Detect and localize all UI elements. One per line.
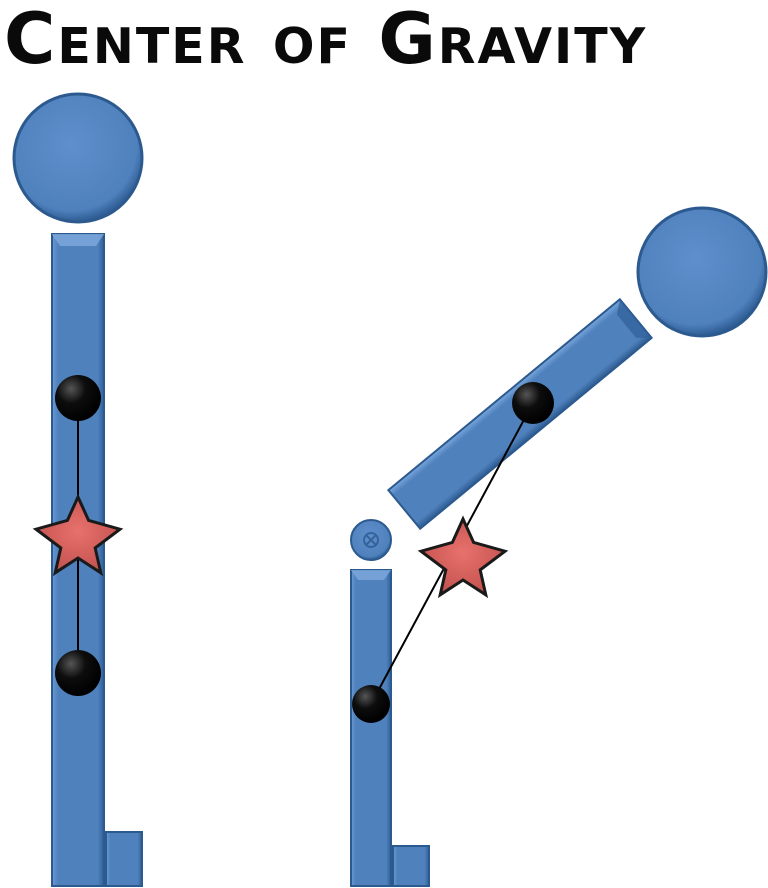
center-of-gravity-star [417,515,509,599]
torso-bar-bevel [616,299,652,338]
page-title: Center of Gravity [4,0,648,80]
hip-joint-cross [363,532,379,548]
center-of-gravity-star [32,493,124,577]
foot [392,845,430,887]
leg-bar-bevel [351,570,391,580]
head [12,92,144,224]
lower-mass-marker [55,650,101,696]
figure-bending [350,206,768,887]
head [636,206,768,338]
upper-mass-marker [512,382,554,424]
leg-bar [350,569,392,887]
body-bar-bevel [52,234,104,246]
foot [105,831,143,887]
upper-mass-marker [55,375,101,421]
lower-mass-marker [352,685,390,723]
figure-standing [12,92,144,887]
